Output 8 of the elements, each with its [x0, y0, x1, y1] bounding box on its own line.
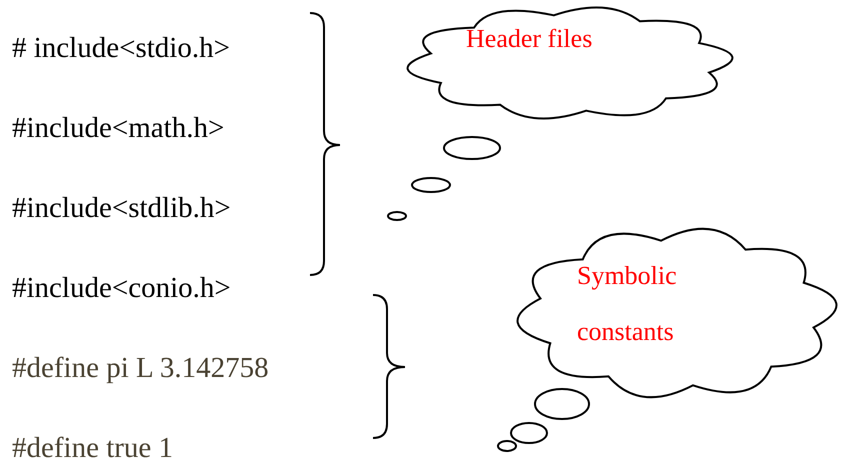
code-line: #define pi L 3.142758: [12, 351, 269, 386]
code-line: #define true 1: [12, 431, 174, 466]
code-line: #include<conio.h>: [12, 271, 231, 306]
code-line: # include<stdio.h>: [12, 31, 230, 66]
cloud-label: Symbolic constants: [577, 260, 678, 348]
cloud-label: Header files: [466, 23, 594, 55]
code-line: #include<stdlib.h>: [12, 191, 231, 226]
code-line: #include<math.h>: [12, 111, 224, 146]
